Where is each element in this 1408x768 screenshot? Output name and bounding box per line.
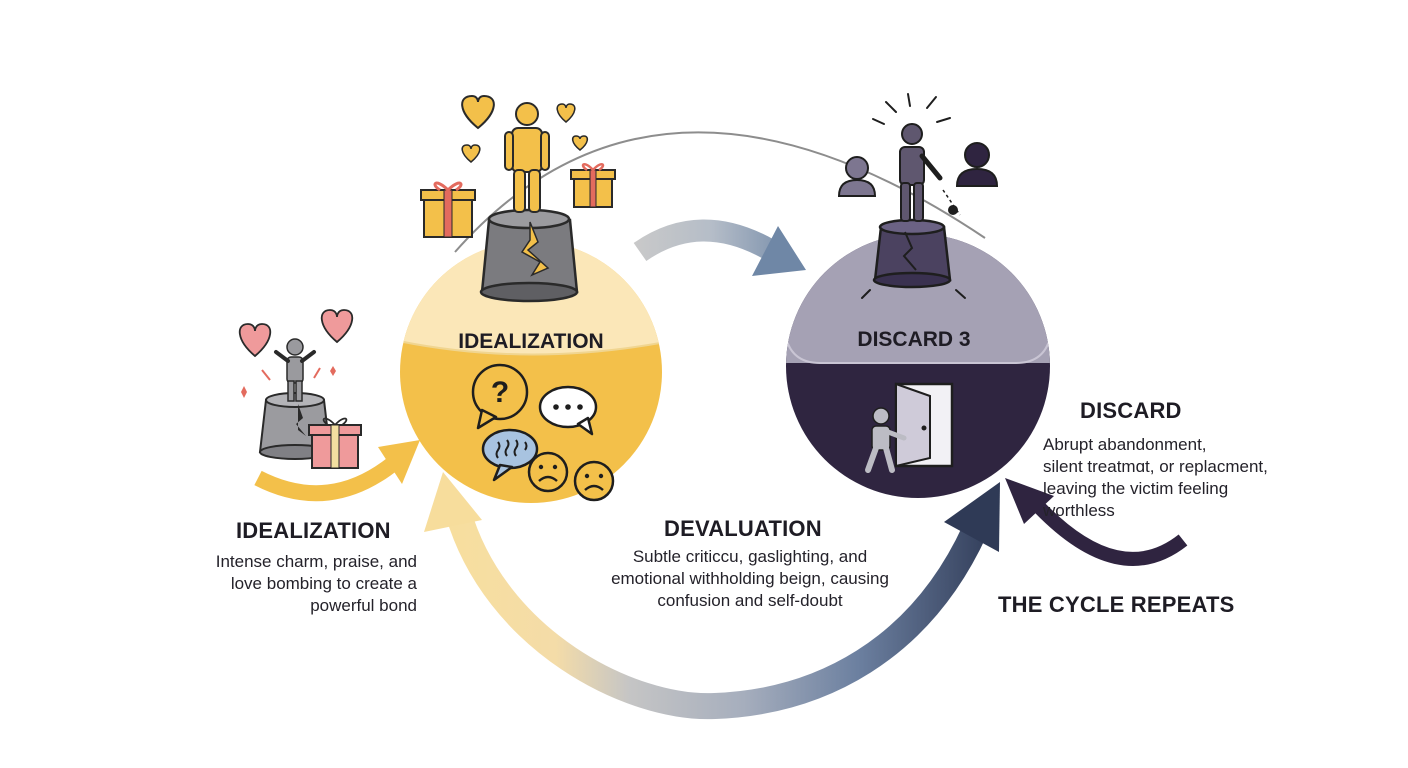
gift-icon <box>420 181 476 238</box>
door-icon <box>894 382 954 468</box>
gift-icon <box>570 163 616 208</box>
person-icon <box>899 123 961 222</box>
squiggle-bubble-icon <box>481 428 539 482</box>
devaluation-description: Subtle criticcu, gaslighting, and emotio… <box>611 547 889 610</box>
ellipsis-bubble-icon <box>538 385 598 436</box>
cycle-arrow-repeat <box>1005 478 1188 566</box>
walking-person-icon <box>865 407 907 473</box>
question-bubble-icon: ? <box>471 363 529 430</box>
idealization-description: Intense charm, praise, and love bombing … <box>215 552 417 615</box>
cycle-arrow-bottom <box>424 472 1000 720</box>
pedestal-icon <box>258 392 332 460</box>
burst-lines <box>861 93 966 299</box>
gift-icon <box>308 417 362 469</box>
sparkle-icon <box>241 366 336 398</box>
sad-face-icon <box>573 460 615 502</box>
cycle-repeats-label: THE CYCLE REPEATS <box>998 592 1235 617</box>
discard-heading: DISCARD <box>1080 398 1182 423</box>
cycle-arrow-left <box>254 440 420 502</box>
idealization-heading: IDEALIZATION <box>236 518 391 543</box>
heart-icon <box>238 309 354 358</box>
discard-circle-title: DISCARD 3 <box>857 328 971 351</box>
cycle-arrow-top <box>633 219 806 276</box>
person-icon <box>274 338 316 402</box>
heart-icon <box>461 94 589 163</box>
discard-description: Abrupt abandonment, silent treatmɑt, or … <box>1043 435 1268 520</box>
idealization-circle-title: IDEALIZATION <box>458 330 604 353</box>
silhouette-icon <box>955 142 999 187</box>
pedestal-icon <box>872 218 952 289</box>
devaluation-heading: DEVALUATION <box>664 516 822 541</box>
person-icon <box>504 102 550 213</box>
silhouette-icon <box>837 156 877 197</box>
sad-face-icon <box>527 451 569 493</box>
lightning-crack-icon <box>520 221 550 277</box>
svg-text:?: ? <box>491 376 509 409</box>
